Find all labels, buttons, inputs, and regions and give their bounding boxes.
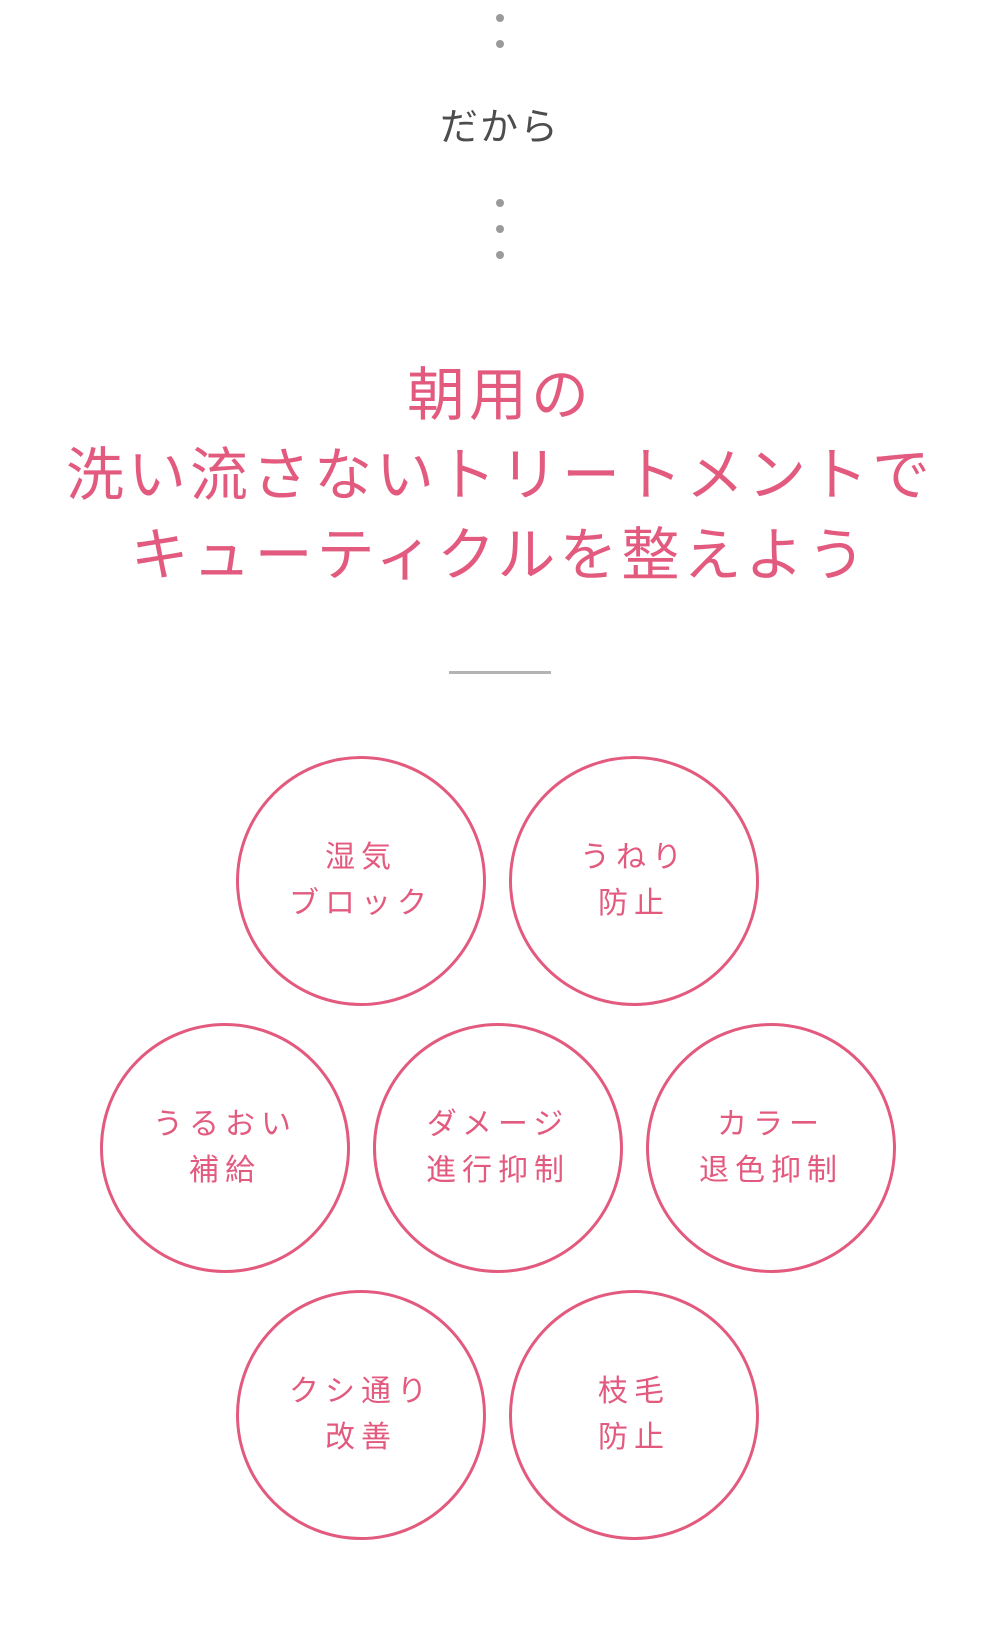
heading-line: キューティクルを整えよう (130, 521, 870, 589)
benefit-label: うるおい (153, 1107, 297, 1142)
benefit-label: カラー (717, 1107, 825, 1142)
heading-line: 朝用の (406, 361, 593, 429)
benefit-label: 防止 (598, 1420, 670, 1455)
benefit-humidity-block: 湿気 ブロック (236, 756, 486, 1006)
heading-line: 洗い流さないトリートメントで (65, 441, 934, 509)
benefit-label: 退色抑制 (699, 1153, 843, 1188)
benefit-label: 枝毛 (598, 1374, 670, 1409)
connector-dots-top (0, 14, 1000, 66)
benefit-damage-control: ダメージ 進行抑制 (373, 1023, 623, 1273)
main-heading: 朝用の 洗い流さないトリートメントで キューティクルを整えよう (0, 355, 1000, 595)
benefit-label: 防止 (598, 886, 670, 921)
benefit-comb-through: クシ通り 改善 (236, 1290, 486, 1540)
dot (496, 14, 504, 22)
benefit-label: 補給 (189, 1153, 261, 1188)
benefit-label: ブロック (289, 886, 433, 921)
divider (449, 671, 551, 674)
benefit-split-end-prevention: 枝毛 防止 (509, 1290, 759, 1540)
benefit-label: 湿気 (325, 840, 397, 875)
dot (496, 199, 504, 207)
dot (496, 251, 504, 259)
benefit-frizz-prevention: うねり 防止 (509, 756, 759, 1006)
benefit-label: 改善 (325, 1420, 397, 1455)
benefit-label: 進行抑制 (426, 1153, 570, 1188)
lead-text: だから (439, 105, 560, 149)
connector-dots-middle (0, 199, 1000, 277)
benefit-label: クシ通り (289, 1374, 433, 1409)
benefit-color-fade-control: カラー 退色抑制 (646, 1023, 896, 1273)
benefit-label: うねり (580, 840, 688, 875)
dot (496, 40, 504, 48)
dot (496, 225, 504, 233)
benefit-moisture-supply: うるおい 補給 (100, 1023, 350, 1273)
benefit-label: ダメージ (426, 1107, 570, 1142)
